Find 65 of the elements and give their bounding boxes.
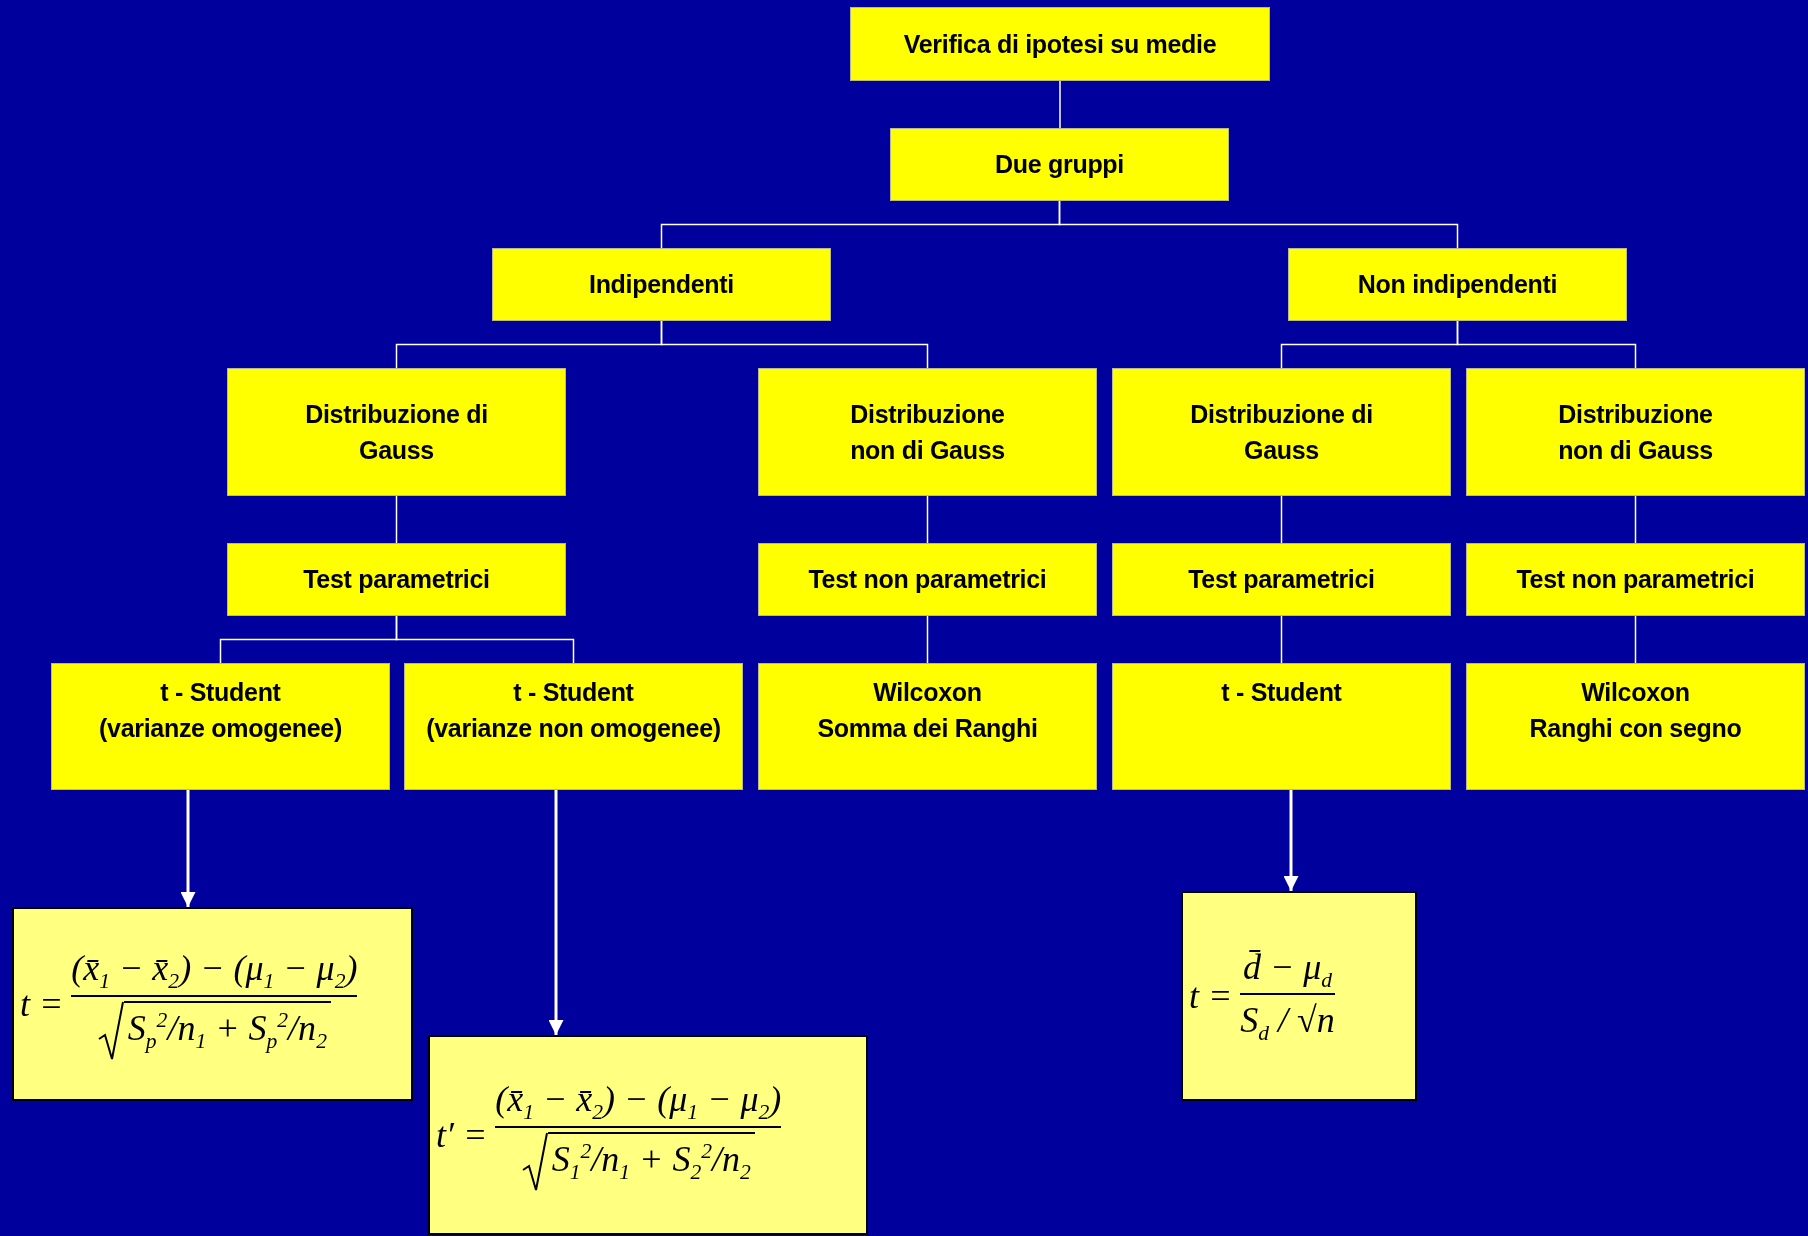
- process-box: [890, 128, 1229, 201]
- node-label: t - Student: [1221, 677, 1342, 708]
- arrow: [1283, 790, 1299, 891]
- node-label: Ranghi con segno: [1529, 713, 1742, 745]
- formula-lhs: t =: [1189, 975, 1233, 1017]
- node-label: Test parametrici: [303, 564, 490, 596]
- node-label: t - Student: [160, 677, 281, 708]
- node-label: Due gruppi: [995, 149, 1124, 181]
- connector-line: [1059, 80, 1061, 129]
- node-label: Indipendenti: [589, 269, 734, 301]
- node-label: Distribuzione non di Gauss: [1557, 398, 1714, 466]
- formula-lhs: t′ =: [436, 1114, 488, 1156]
- process-box: [758, 543, 1097, 616]
- process-box: [1112, 368, 1451, 496]
- node-label: Somma dei Ranghi: [817, 713, 1038, 745]
- connector-line: [395, 615, 575, 664]
- process-box: [227, 543, 566, 616]
- connector-line: [1634, 495, 1637, 544]
- node-label: Distribuzione non di Gauss: [849, 398, 1006, 466]
- node-label: (varianze non omogenee): [426, 713, 721, 745]
- connector-line: [1456, 320, 1637, 369]
- formula-numerator: d̄ − μ$_{d}$: [1243, 945, 1333, 993]
- formula-denominator: S$_{1}$$^{2}$/n$_{1}$ + S$_{2}$$^{2}$/n$_{2}$: [547, 1131, 755, 1192]
- formula-lhs: t =: [20, 983, 64, 1025]
- node-label: t - Student: [513, 677, 634, 708]
- node-label: Non indipendenti: [1357, 269, 1558, 301]
- formula-box: [428, 1035, 868, 1235]
- arrow: [548, 790, 564, 1035]
- connector-line: [1280, 495, 1283, 544]
- process-box: [492, 248, 831, 321]
- node-label: Wilcoxon: [1581, 677, 1690, 708]
- process-box: [850, 7, 1270, 81]
- process-box: [1112, 543, 1451, 616]
- connector-line: [1058, 200, 1459, 249]
- formula-numerator: (x̄$_{1}$ − x̄$_{2}$) − (μ$_{1}$ − μ$_{2}$): [71, 947, 358, 995]
- process-box: [1466, 368, 1805, 496]
- arrow: [180, 790, 196, 907]
- node-label: Distribuzione di Gauss: [304, 398, 489, 466]
- connector-line: [926, 615, 929, 664]
- process-box: [227, 368, 566, 496]
- formula-numerator: (x̄$_{1}$ − x̄$_{2}$) − (μ$_{1}$ − μ$_{2}$): [495, 1078, 782, 1126]
- node-label: Verifica di ipotesi su medie: [903, 28, 1217, 60]
- process-box: [758, 368, 1097, 496]
- formula-denominator: S$_{p}$$^{2}$/n$_{1}$ + S$_{p}$$^{2}$/n$_{2}$: [123, 1000, 331, 1061]
- process-box: [1466, 663, 1805, 790]
- connector-line: [660, 320, 929, 369]
- formula-box: [1181, 891, 1417, 1101]
- formula-box: [12, 907, 413, 1101]
- process-box: [1112, 663, 1451, 790]
- process-box: [51, 663, 390, 790]
- node-label: Test parametrici: [1188, 564, 1375, 596]
- process-box: [404, 663, 743, 790]
- node-label: Distribuzione di Gauss: [1189, 398, 1374, 466]
- process-box: [1466, 543, 1805, 616]
- process-box: [1288, 248, 1627, 321]
- connector-line: [1280, 615, 1283, 664]
- node-label: Wilcoxon: [873, 677, 982, 708]
- connector-line: [1634, 615, 1637, 664]
- formula-denominator: S$_{d}$ / √n: [1240, 999, 1335, 1047]
- node-label: (varianze omogenee): [99, 713, 342, 745]
- node-label: Test non parametrici: [808, 564, 1047, 596]
- process-box: [758, 663, 1097, 790]
- connector-line: [926, 495, 929, 544]
- connector-line: [395, 495, 398, 544]
- node-label: Test non parametrici: [1516, 564, 1755, 596]
